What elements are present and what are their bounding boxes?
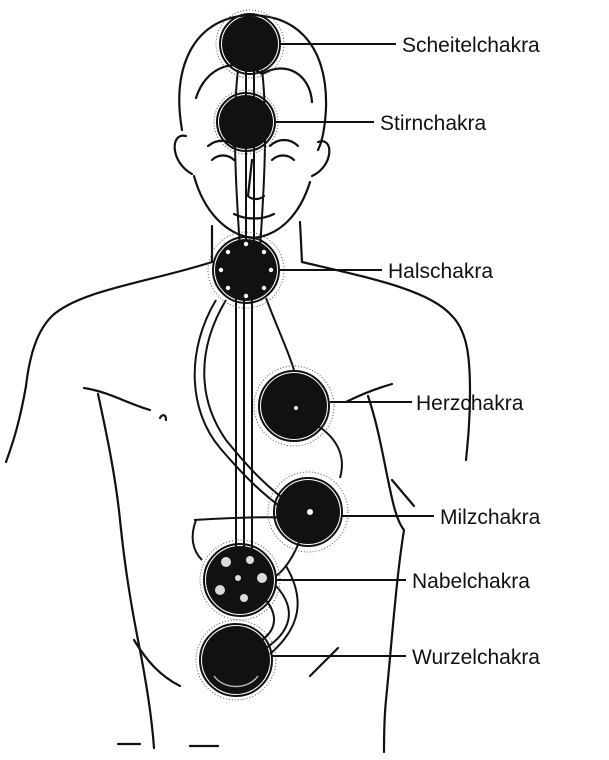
- label-scheitelchakra: Scheitelchakra: [402, 34, 540, 57]
- chakra-stirnchakra-wheel: [214, 90, 278, 154]
- chakra-milzchakra-wheel: [268, 472, 348, 552]
- label-stirnchakra: Stirnchakra: [380, 112, 487, 135]
- chakra-herzchakra-wheel: [254, 366, 334, 446]
- leader-lines: [272, 44, 434, 656]
- label-nabelchakra: Nabelchakra: [412, 570, 530, 593]
- label-wurzelchakra: Wurzelchakra: [412, 646, 540, 669]
- chakra-nabelchakra-wheel: [200, 540, 280, 620]
- chakra-labels: Scheitelchakra Stirnchakra Halschakra He…: [380, 34, 541, 669]
- label-herzchakra: Herzchakra: [416, 392, 524, 415]
- label-milzchakra: Milzchakra: [440, 506, 541, 529]
- chakra-halschakra-wheel: [208, 232, 284, 308]
- label-halschakra: Halschakra: [388, 260, 493, 283]
- chakra-wurzelchakra-wheel: [196, 620, 276, 700]
